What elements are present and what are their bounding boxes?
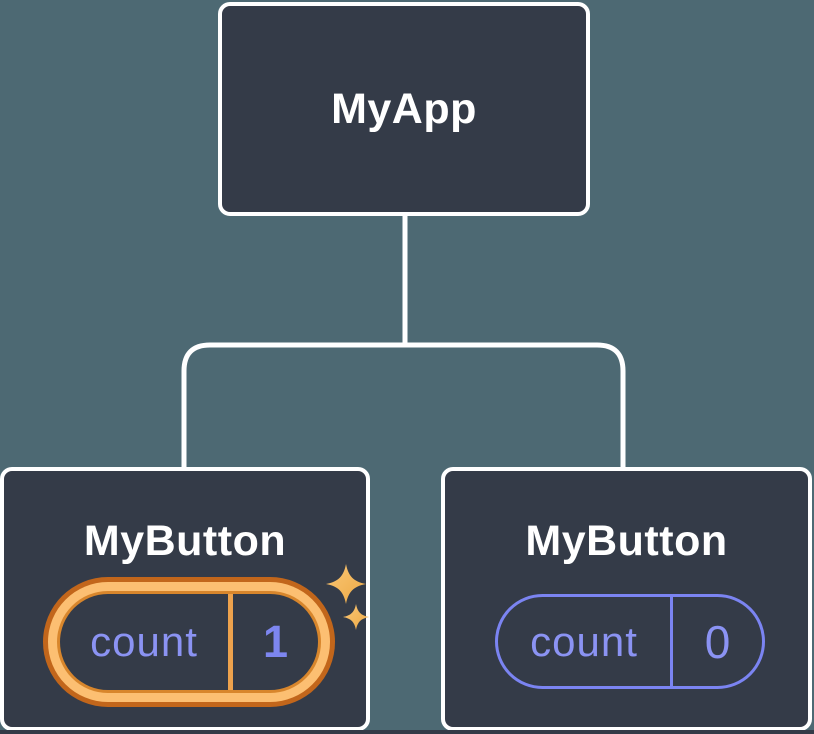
- tree-node-myapp: MyApp: [218, 2, 590, 216]
- state-key: count: [530, 617, 638, 665]
- node-label: MyButton: [525, 517, 728, 565]
- state-key: count: [90, 618, 198, 665]
- tree-node-mybutton-2: MyButton count 0: [441, 467, 812, 731]
- sparkle-icon: [326, 564, 369, 630]
- state-badge-divider: [228, 594, 233, 690]
- state-value: 1: [262, 616, 289, 667]
- state-value: 0: [704, 615, 731, 668]
- state-badge-divider: [670, 597, 673, 686]
- state-badge-highlighted: count 1: [43, 577, 335, 707]
- state-badge: count 0: [495, 594, 765, 689]
- tree-node-mybutton-1: MyButton count 1: [0, 467, 370, 731]
- bottom-edge-strip: [0, 730, 814, 734]
- node-label: MyApp: [331, 84, 477, 133]
- node-label: MyButton: [83, 517, 287, 565]
